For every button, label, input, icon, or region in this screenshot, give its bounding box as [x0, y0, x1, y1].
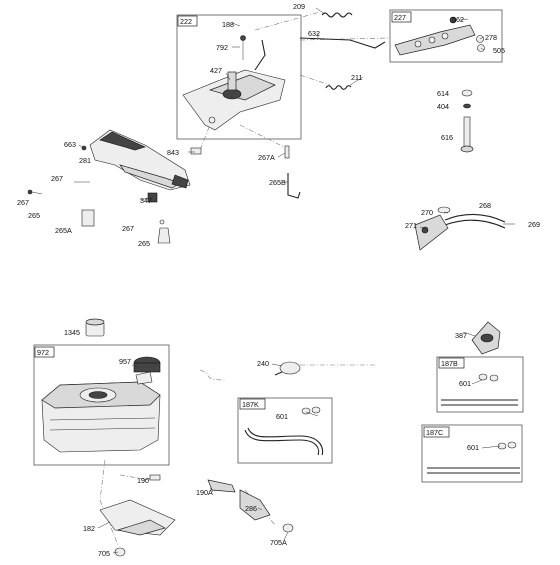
callout-792: 792: [216, 43, 228, 52]
group-222-label: 222: [180, 17, 192, 26]
callout-347: 347: [140, 196, 152, 205]
fuel-tank: [41, 381, 161, 453]
callout-265B: 265B: [269, 178, 286, 187]
fuel-cap-957: [133, 356, 161, 385]
fuel-hose-187B: [441, 373, 518, 406]
callout-427: 427: [210, 66, 222, 75]
group-187C-box: 187C: [421, 424, 523, 483]
spring-211: [325, 85, 352, 90]
callout-188: 188: [222, 20, 234, 29]
group-187K-label: 187K: [242, 400, 259, 409]
pin-stack-616: [460, 89, 474, 153]
callout-268: 268: [479, 201, 491, 210]
callout-270: 270: [421, 208, 433, 217]
callout-505: 505: [493, 46, 505, 55]
spring-209: [321, 12, 353, 18]
small-bracket-parts: [27, 145, 171, 244]
callout-957: 957: [119, 357, 131, 366]
callout-1345: 1345: [64, 328, 80, 337]
callout-269: 269: [528, 220, 540, 229]
group-972-label: 972: [37, 348, 49, 357]
mount-parts: [99, 474, 294, 557]
callout-labels: 209 188 792 632 562 278 505 427 211 614 …: [17, 2, 540, 558]
callout-387: 387: [455, 331, 467, 340]
air-baffle-281: [89, 129, 191, 191]
air-cleaner-base-387: [471, 321, 501, 355]
fuel-filter-1345: [85, 318, 105, 337]
callout-240: 240: [257, 359, 269, 368]
control-bracket-assembly: [182, 35, 286, 131]
callout-632: 632: [308, 29, 320, 38]
callout-190A: 190A: [196, 488, 213, 497]
callout-211: 211: [351, 73, 362, 82]
callout-663: 663: [64, 140, 76, 149]
fuel-hose-187C: [427, 441, 520, 474]
callout-267A: 267A: [258, 153, 275, 162]
callout-265A: 265A: [55, 226, 72, 235]
callout-601-187K: 601: [276, 412, 288, 421]
group-187B-box: 187B: [436, 356, 524, 413]
callout-562: 562: [452, 15, 464, 24]
group-972-box: 972: [33, 344, 170, 466]
group-187B-label: 187B: [441, 359, 458, 368]
callout-705A: 705A: [270, 538, 287, 547]
callout-267-b: 267: [17, 198, 29, 207]
callout-267-a: 267: [51, 174, 63, 183]
callout-265-b: 265: [138, 239, 150, 248]
link-rod-632: [299, 37, 386, 49]
callout-705: 705: [98, 549, 110, 558]
pivot-parts: [190, 145, 301, 199]
callout-614: 614: [437, 89, 449, 98]
group-187K-box: 187K: [237, 397, 333, 464]
choke-cable-268: [414, 206, 506, 251]
callout-182: 182: [83, 524, 95, 533]
callout-271: 271: [405, 221, 417, 230]
callout-265-a: 265: [28, 211, 40, 220]
callout-601-187B: 601: [459, 379, 471, 388]
group-227-box: 227: [389, 9, 503, 63]
leader-lines: [78, 7, 515, 554]
callout-281: 281: [79, 156, 91, 165]
callout-616: 616: [441, 133, 453, 142]
callout-286: 286: [245, 504, 257, 513]
group-227-label: 227: [394, 13, 406, 22]
fuel-line-240: [274, 361, 301, 376]
callout-267-c: 267: [122, 224, 134, 233]
group-222-box: 222: [176, 14, 302, 140]
callout-843: 843: [167, 148, 179, 157]
callout-190: 190: [137, 476, 149, 485]
callout-601-187C: 601: [467, 443, 479, 452]
callout-209: 209: [293, 2, 305, 11]
callout-404: 404: [437, 102, 449, 111]
throttle-lever-227: [394, 16, 485, 56]
callout-278: 278: [485, 33, 497, 42]
group-187C-label: 187C: [426, 428, 443, 437]
